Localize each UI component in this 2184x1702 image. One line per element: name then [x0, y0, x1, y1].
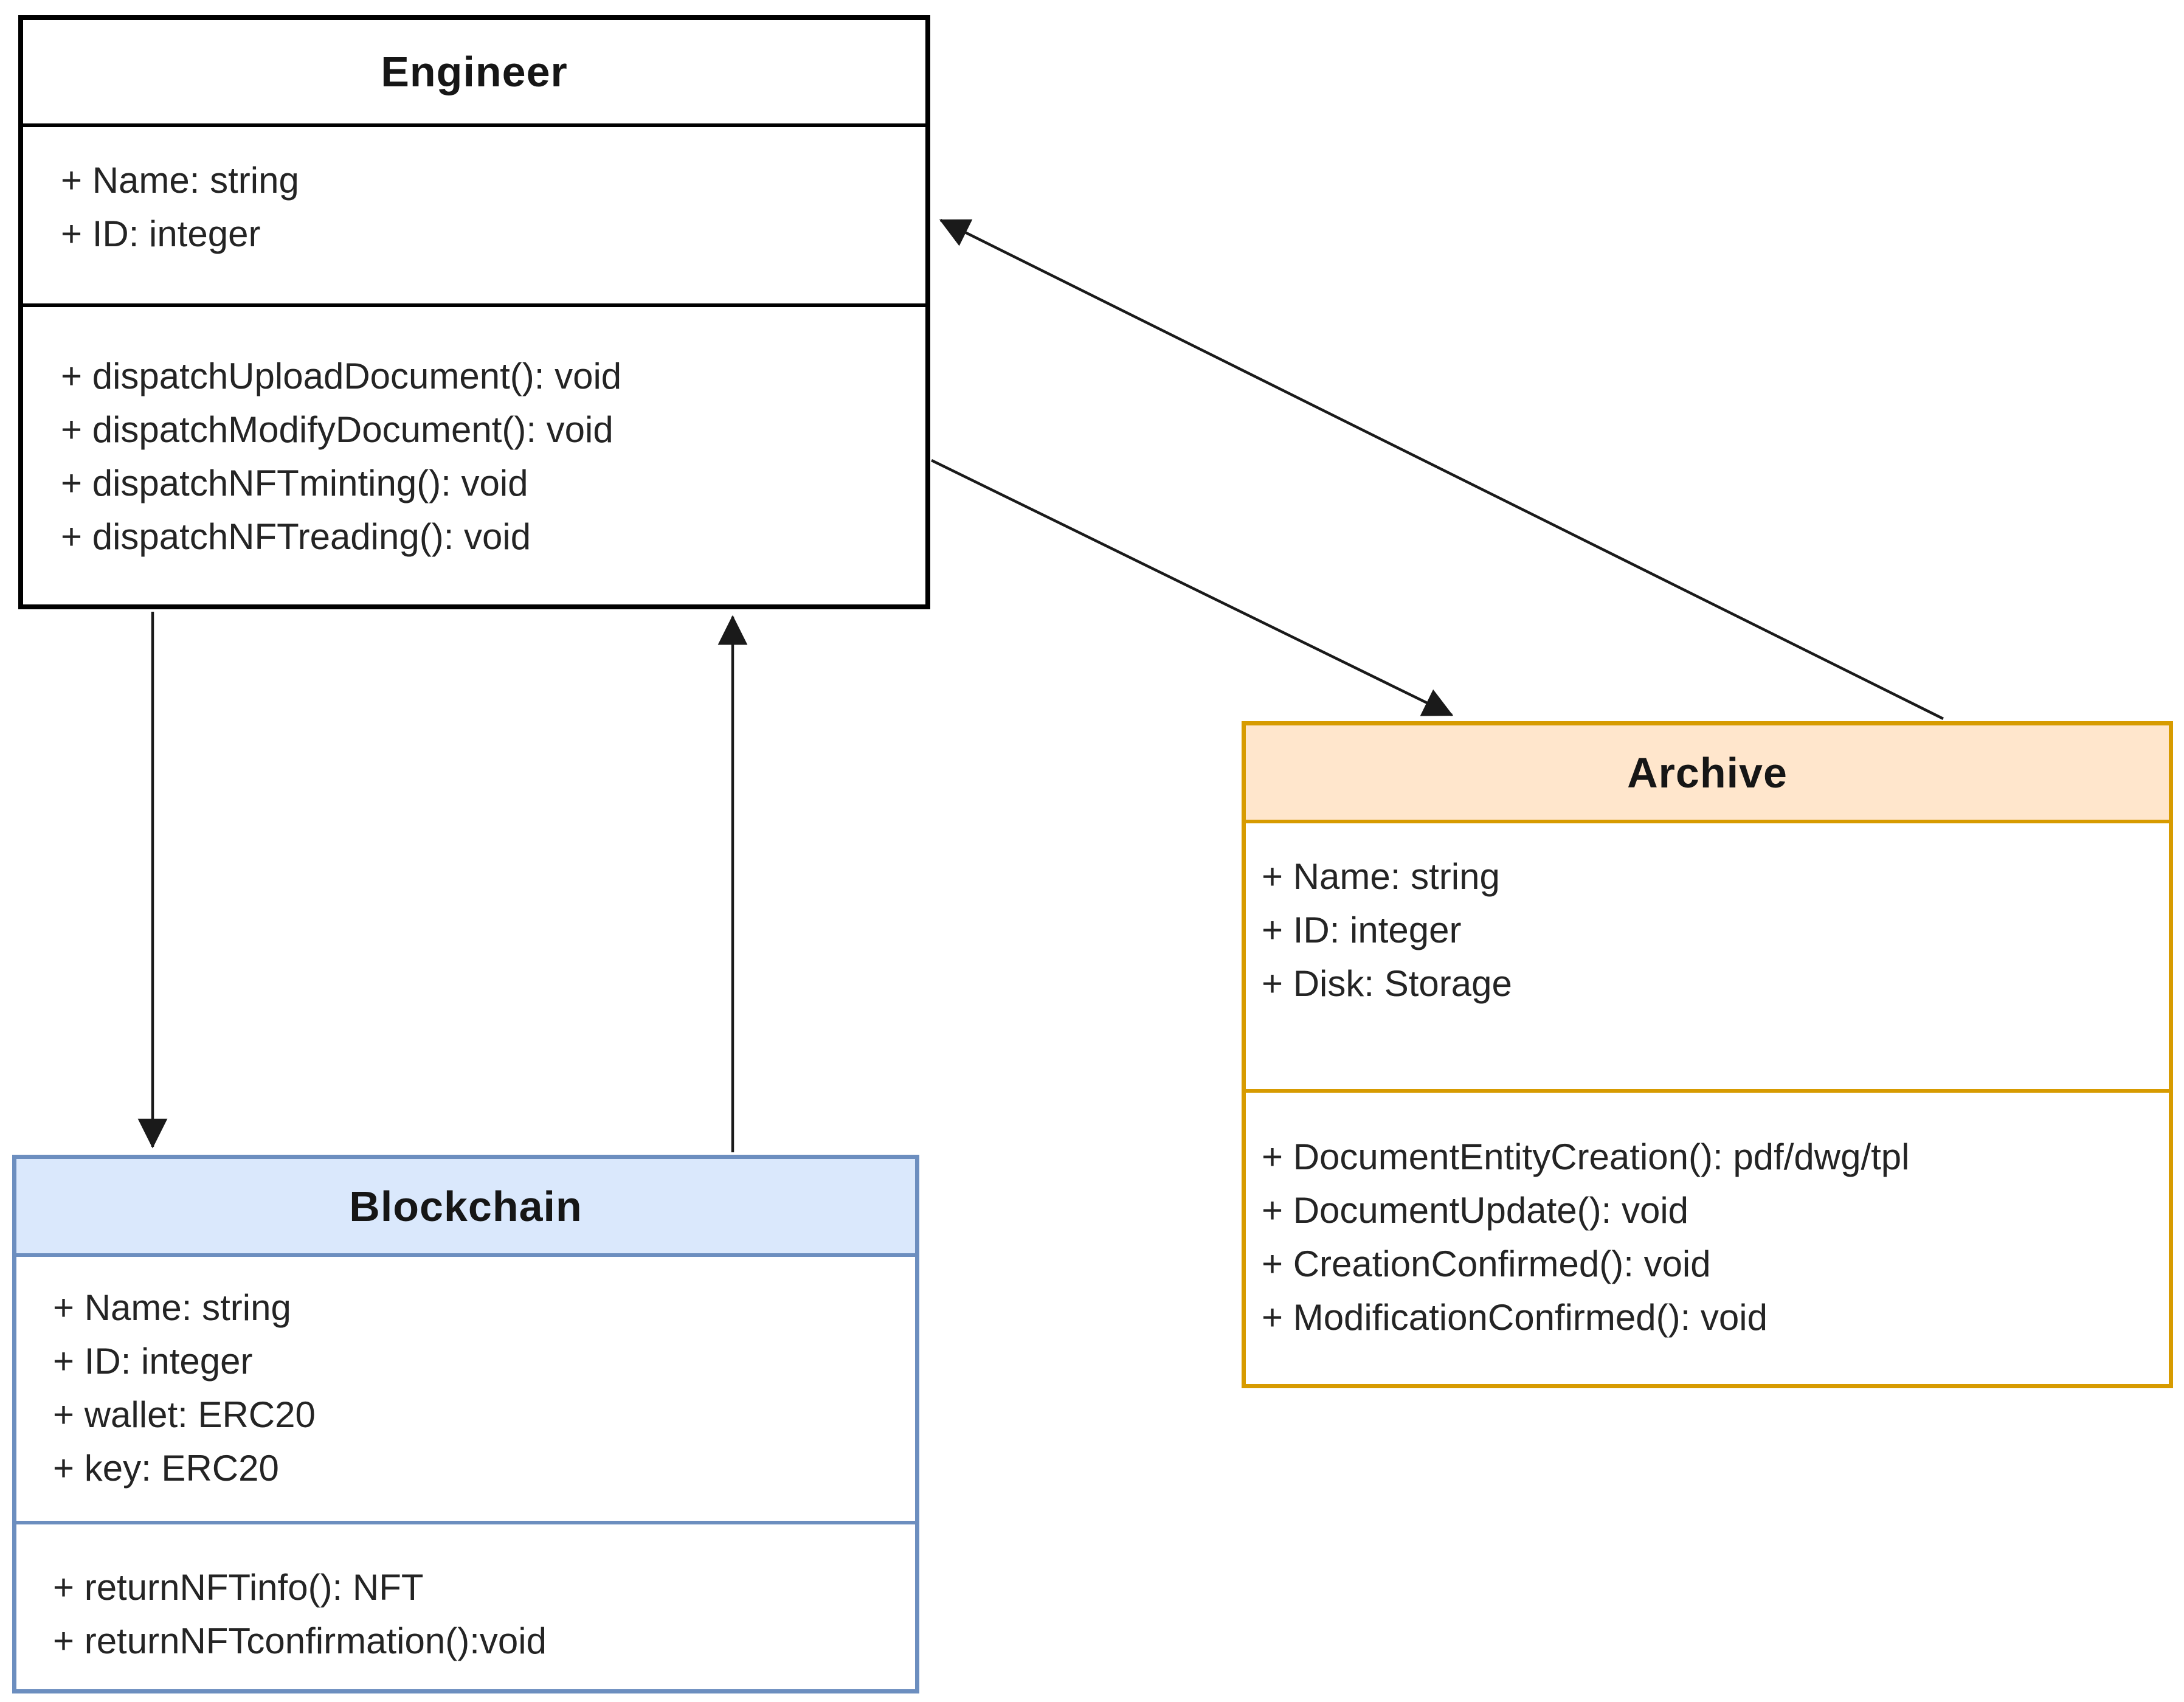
class-title-engineer: Engineer [23, 20, 925, 123]
method-row: + returnNFTinfo(): NFT [53, 1567, 424, 1608]
attribute-row: + ID: integer [61, 213, 261, 254]
attribute-row: + ID: integer [1262, 910, 1462, 950]
class-title-archive: Archive [1246, 725, 2169, 820]
method-row: + dispatchNFTminting(): void [61, 463, 528, 503]
attribute-row: + key: ERC20 [53, 1448, 279, 1489]
class-attributes-section: + Name: string + ID: integer + wallet: E… [16, 1253, 915, 1521]
class-box-archive: Archive + Name: string + ID: integer + D… [1242, 721, 2173, 1388]
method-row: + DocumentEntityCreation(): pdf/dwg/tpl [1262, 1136, 1910, 1177]
method-row: + DocumentUpdate(): void [1262, 1190, 1689, 1231]
method-row: + CreationConfirmed(): void [1262, 1244, 1711, 1284]
attribute-row: + Name: string [1262, 856, 1500, 897]
class-methods-section: + dispatchUploadDocument(): void + dispa… [23, 303, 925, 604]
arrow-engineer-to-archive [931, 458, 1454, 717]
method-row: + returnNFTconfirmation():void [53, 1621, 547, 1661]
class-title-blockchain: Blockchain [16, 1159, 915, 1253]
class-box-blockchain: Blockchain + Name: string + ID: integer … [12, 1155, 919, 1693]
method-row: + ModificationConfirmed(): void [1262, 1297, 1768, 1338]
attribute-row: + Name: string [53, 1287, 291, 1328]
attribute-row: + ID: integer [53, 1341, 253, 1382]
class-attributes-section: + Name: string + ID: integer + Disk: Sto… [1246, 820, 2169, 1089]
class-box-engineer: Engineer + Name: string + ID: integer + … [18, 15, 930, 609]
method-row: + dispatchNFTreading(): void [61, 516, 531, 557]
attribute-row: + Name: string [61, 160, 299, 201]
class-attributes-section: + Name: string + ID: integer [23, 123, 925, 303]
arrow-archive-to-engineer [939, 218, 1944, 721]
attribute-row: + wallet: ERC20 [53, 1394, 316, 1435]
method-row: + dispatchModifyDocument(): void [61, 409, 613, 450]
class-methods-section: + returnNFTinfo(): NFT + returnNFTconfir… [16, 1521, 915, 1689]
class-methods-section: + DocumentEntityCreation(): pdf/dwg/tpl … [1246, 1089, 2169, 1384]
attribute-row: + Disk: Storage [1262, 963, 1512, 1004]
method-row: + dispatchUploadDocument(): void [61, 356, 622, 396]
